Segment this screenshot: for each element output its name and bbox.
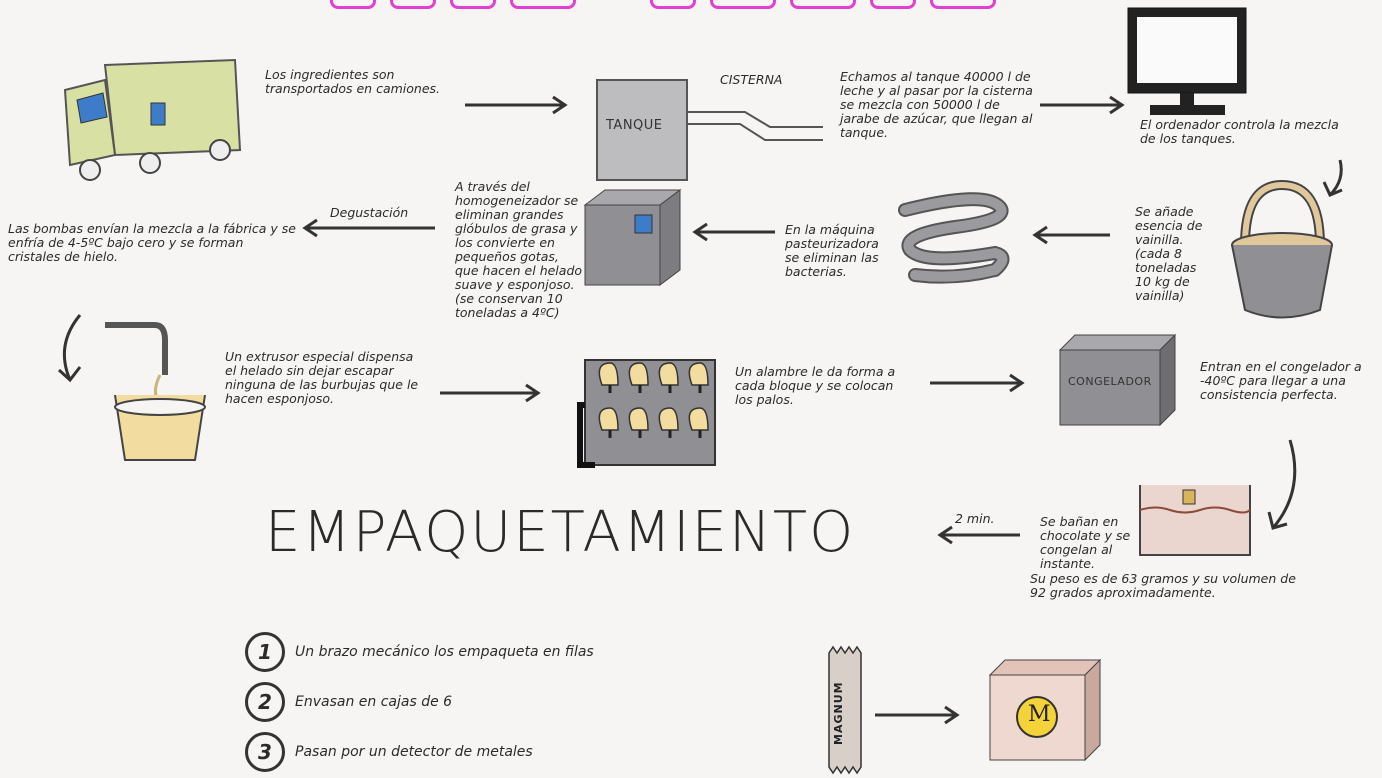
packaging-step-2: 2 Envasan en cajas de 6 — [245, 682, 452, 722]
mold-icon — [577, 359, 716, 468]
pasteurizer-icon — [898, 192, 1010, 284]
packaging-step-1: 1 Un brazo mecánico los empaqueta en fil… — [245, 632, 594, 672]
extruder-icon — [105, 322, 206, 461]
transport-text: Los ingredientes son transportados en ca… — [265, 67, 440, 96]
arrow — [440, 383, 541, 403]
step-text: Un brazo mecánico los empaqueta en filas — [295, 644, 594, 660]
step-number: 2 — [245, 682, 285, 722]
wire-text: Un alambre le da forma a cada bloque y s… — [735, 364, 896, 407]
tank-label: TANQUE — [606, 118, 663, 133]
box-icon — [988, 658, 1102, 762]
arrow — [465, 95, 568, 115]
homogenizer-icon — [583, 189, 682, 286]
tasting-label: Degustación — [330, 205, 409, 220]
pumps-text: Las bombas envían la mezcla a la fábrica… — [8, 221, 296, 264]
arrow — [692, 222, 775, 242]
wrapper-icon — [828, 645, 862, 775]
chocolate-text: Se bañan en chocolate y se congelan al i… — [1040, 514, 1131, 571]
freezer-label: CONGELADOR — [1068, 375, 1152, 388]
box-logo: M — [1028, 702, 1051, 727]
arrow — [57, 314, 82, 383]
time-label: 2 min. — [955, 511, 995, 526]
packaging-step-3: 3 Pasan por un detector de metales — [245, 732, 533, 772]
computer-text: El ordenador controla la mezcla de los t… — [1140, 117, 1339, 146]
monitor-icon — [1127, 7, 1247, 115]
arrow — [937, 525, 1020, 545]
arrow — [875, 705, 960, 725]
bucket-icon — [1231, 179, 1333, 319]
weight-text: Su peso es de 63 gramos y su volumen de … — [1030, 571, 1296, 600]
vanilla-text: Se añade esencia de vainilla. (cada 8 to… — [1135, 204, 1203, 303]
cistern-label: CISTERNA — [720, 72, 783, 87]
title-decoration — [330, 0, 1090, 12]
step-number: 1 — [245, 632, 285, 672]
arrow — [1040, 95, 1125, 115]
packaging-title: EMPAQUETAMIENTO — [265, 500, 856, 565]
arrow — [930, 373, 1025, 393]
freezer-text: Entran en el congelador a -40ºC para lle… — [1200, 359, 1362, 402]
tank-icon — [596, 79, 823, 181]
arrow — [1322, 159, 1343, 197]
pasteurize-text: En la máquina pasteurizadora se eliminan… — [785, 222, 879, 279]
step-text: Envasan en cajas de 6 — [295, 694, 453, 710]
truck-icon — [63, 58, 242, 181]
arrow — [302, 218, 435, 238]
arrow — [1032, 225, 1110, 245]
wrapper-text: MAGNUM — [832, 681, 845, 745]
extruder-text: Un extrusor especial dispensa el helado … — [225, 349, 419, 406]
chocolate-bath-icon — [1139, 485, 1251, 556]
arrow — [1267, 439, 1297, 530]
freezer-icon — [1058, 333, 1177, 427]
step-number: 3 — [245, 732, 285, 772]
homogenize-text: A través del homogeneizador se eliminan … — [455, 179, 583, 320]
step-text: Pasan por un detector de metales — [295, 744, 533, 760]
tank-text: Echamos al tanque 40000 l de leche y al … — [840, 69, 1033, 140]
